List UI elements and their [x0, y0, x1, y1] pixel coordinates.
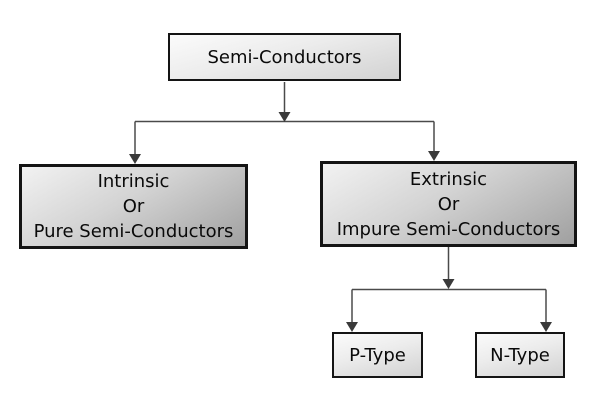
arrow-down-icon: [129, 154, 141, 164]
arrow-down-icon: [540, 322, 552, 332]
node-extrinsic: Extrinsic Or Impure Semi-Conductors: [320, 161, 577, 247]
arrow-down-icon: [278, 112, 291, 122]
node-n-type-label: N-Type: [490, 344, 550, 366]
node-extrinsic-line-2: Or: [437, 193, 460, 215]
node-intrinsic-line-3: Pure Semi-Conductors: [33, 221, 234, 242]
node-n-type: N-Type: [475, 332, 565, 378]
node-extrinsic-line-3: Impure Semi-Conductors: [336, 218, 561, 240]
arrow-down-icon: [428, 151, 440, 161]
node-intrinsic-line-2: Or: [122, 196, 145, 217]
node-extrinsic-line-1: Extrinsic: [409, 168, 488, 190]
node-semi-conductors-label: Semi-Conductors: [207, 46, 362, 68]
arrow-down-icon: [346, 322, 358, 332]
arrow-down-icon: [442, 279, 455, 289]
node-intrinsic-line-1: Intrinsic: [97, 171, 170, 192]
node-intrinsic: Intrinsic Or Pure Semi-Conductors: [19, 164, 248, 249]
node-semi-conductors: Semi-Conductors: [168, 33, 401, 81]
node-p-type-label: P-Type: [349, 344, 406, 366]
node-p-type: P-Type: [332, 332, 423, 378]
